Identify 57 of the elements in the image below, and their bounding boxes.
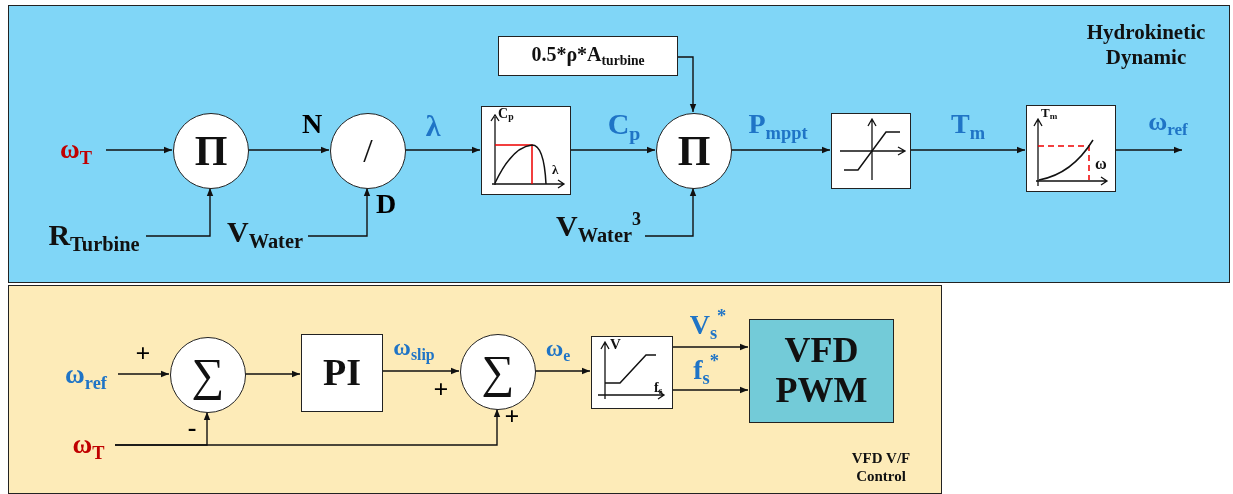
arrow	[247, 146, 330, 154]
panel-title: VFD V/F Control	[850, 449, 912, 485]
arrow	[644, 187, 697, 237]
signal-label: ω$_{T}$	[72, 430, 105, 462]
axis-label: T$_{m}$	[1041, 106, 1058, 122]
axis-label: f$_{s}$	[654, 381, 663, 397]
operator-symbol: ∑	[191, 349, 225, 401]
arrow	[1114, 146, 1183, 154]
arrow	[307, 187, 371, 237]
sign-label: -	[187, 415, 197, 441]
sign-label: N	[301, 110, 323, 138]
arrow	[244, 370, 301, 378]
axis-label: λ	[552, 163, 559, 176]
signal-label: ω$_{ref}$	[65, 360, 107, 392]
axis-label: V	[610, 337, 621, 352]
block-box	[498, 36, 678, 76]
edge-label: C$_{p}$	[607, 108, 641, 144]
edge-label: λ	[425, 111, 441, 141]
operator-symbol: ∑	[481, 346, 515, 398]
arrow	[730, 146, 831, 154]
arrow	[145, 187, 214, 237]
operator-symbol: Π	[677, 127, 711, 175]
block-text: VFD PWM	[774, 331, 869, 411]
arrow	[671, 343, 749, 351]
edge-label: ω$_{ref}$	[1148, 109, 1188, 139]
arrow	[105, 146, 173, 154]
sign-label: +	[433, 377, 449, 403]
arrow	[671, 386, 749, 394]
edge-label: ω$_{e}$	[545, 336, 571, 364]
arrow	[534, 367, 591, 375]
block-box	[749, 319, 894, 423]
sign-label: D	[375, 190, 397, 218]
sign-label: +	[135, 341, 151, 367]
edge-label: P$_{mppt}$	[748, 110, 808, 142]
sign-label: +	[504, 404, 520, 430]
arrow	[404, 146, 481, 154]
signal-label: V$_{Water}$	[227, 216, 303, 252]
arrow	[117, 370, 170, 378]
axis-label: ω	[1095, 156, 1107, 172]
panel-background	[8, 5, 1230, 283]
arrow	[114, 408, 501, 446]
edge-label: ω$_{slip}$	[393, 335, 435, 363]
block-box	[301, 334, 383, 412]
signal-label: ω$_{T}$	[60, 135, 92, 167]
panel-title: Hydrokinetic Dynamic	[1085, 20, 1207, 71]
arrow	[909, 146, 1026, 154]
arrow	[676, 56, 697, 113]
signal-label: R$_{Turbine}$	[48, 219, 140, 255]
arrow	[569, 146, 656, 154]
edge-label: T$_{m}$	[950, 110, 986, 142]
arrow	[381, 367, 460, 375]
axis-label: C$_{p}$	[498, 107, 514, 123]
block-text: 0.5*ρ*A$_{turbine}$	[531, 43, 645, 69]
block-text: PI	[323, 352, 361, 394]
panel-background	[8, 285, 942, 494]
operator-symbol: Π	[194, 127, 228, 175]
operator-symbol: /	[363, 132, 373, 170]
